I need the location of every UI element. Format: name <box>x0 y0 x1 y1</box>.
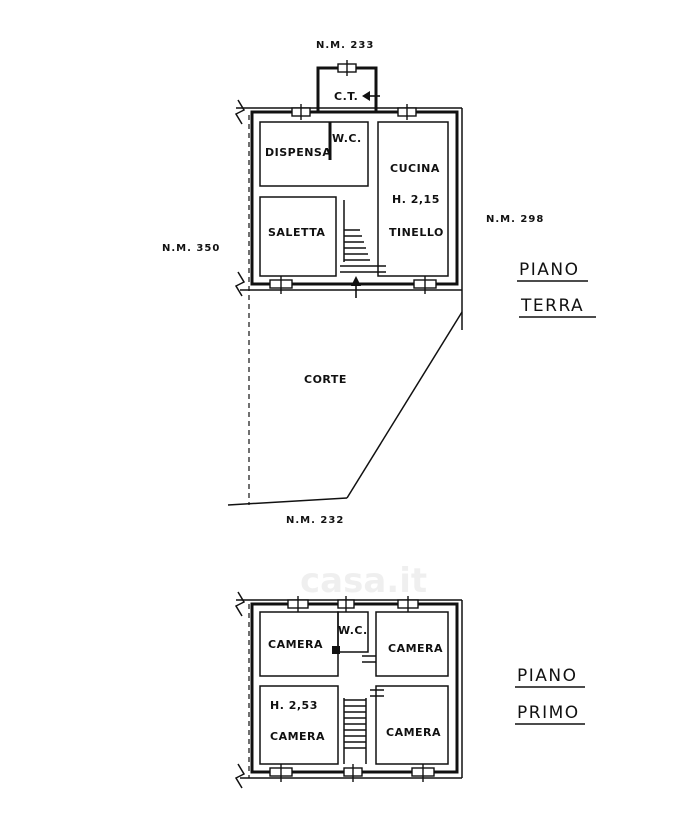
floor-title-ground-line2: TERRA <box>520 296 584 316</box>
break-mark-middle <box>234 271 246 297</box>
wc-first-box <box>337 611 369 653</box>
room-label-corte: CORTE <box>304 373 347 386</box>
ground-entry-arrow-icon <box>351 276 361 298</box>
dispensa-wc-box <box>259 121 369 187</box>
first-windows <box>269 596 435 782</box>
first-break-mark-bottom <box>234 763 246 789</box>
first-break-mark-top <box>234 591 246 617</box>
wc-fixture-first <box>332 646 340 654</box>
room-label-camera-bottom-right: CAMERA <box>386 726 441 739</box>
ct-door-arrow-icon <box>362 91 380 101</box>
boundary-label-south: N.M. 232 <box>286 515 344 526</box>
room-label-wc-first: W.C. <box>338 624 368 637</box>
room-label-ct: C.T. <box>334 90 358 103</box>
camera-bottom-left-box <box>259 685 339 765</box>
ground-floor-plan: N.M. 233 N.M. 350 N.M. 298 N.M. 232 C.T.… <box>162 40 596 526</box>
boundary-label-north: N.M. 233 <box>316 40 374 51</box>
boundary-label-east: N.M. 298 <box>486 214 544 225</box>
ground-windows <box>269 60 437 294</box>
floor-title-ground-line1: PIANO <box>519 260 580 280</box>
room-label-wc-ground: W.C. <box>332 132 362 145</box>
room-label-tinello: TINELLO <box>389 226 444 239</box>
lot-line-diagonal <box>346 311 463 499</box>
cucina-tinello-box <box>377 121 449 277</box>
break-mark-top <box>234 99 246 125</box>
ground-stairs <box>340 200 386 273</box>
camera-bottom-right-box <box>375 685 449 765</box>
room-label-camera-top-left: CAMERA <box>268 638 323 651</box>
floor-title-first-line2: PRIMO <box>517 703 580 723</box>
boundary-label-west: N.M. 350 <box>162 243 220 254</box>
room-label-saletta: SALETTA <box>268 226 325 239</box>
first-stairs <box>343 655 384 764</box>
watermark: casa.it <box>300 561 427 601</box>
lot-line-bottom <box>227 497 348 506</box>
saletta-box <box>259 196 337 277</box>
room-label-cucina: CUCINA <box>390 162 440 175</box>
room-label-camera-bottom-left: CAMERA <box>270 730 325 743</box>
floor-title-first-line1: PIANO <box>517 666 578 686</box>
room-label-dispensa: DISPENSA <box>265 146 331 159</box>
camera-top-right-box <box>375 611 449 677</box>
room-label-camera-top-right: CAMERA <box>388 642 443 655</box>
first-floor-plan: CAMERA W.C. CAMERA H. 2,53 CAMERA CAMERA… <box>234 591 585 789</box>
room-label-height-first: H. 2,53 <box>270 699 318 712</box>
room-label-height-ground: H. 2,15 <box>392 193 440 206</box>
